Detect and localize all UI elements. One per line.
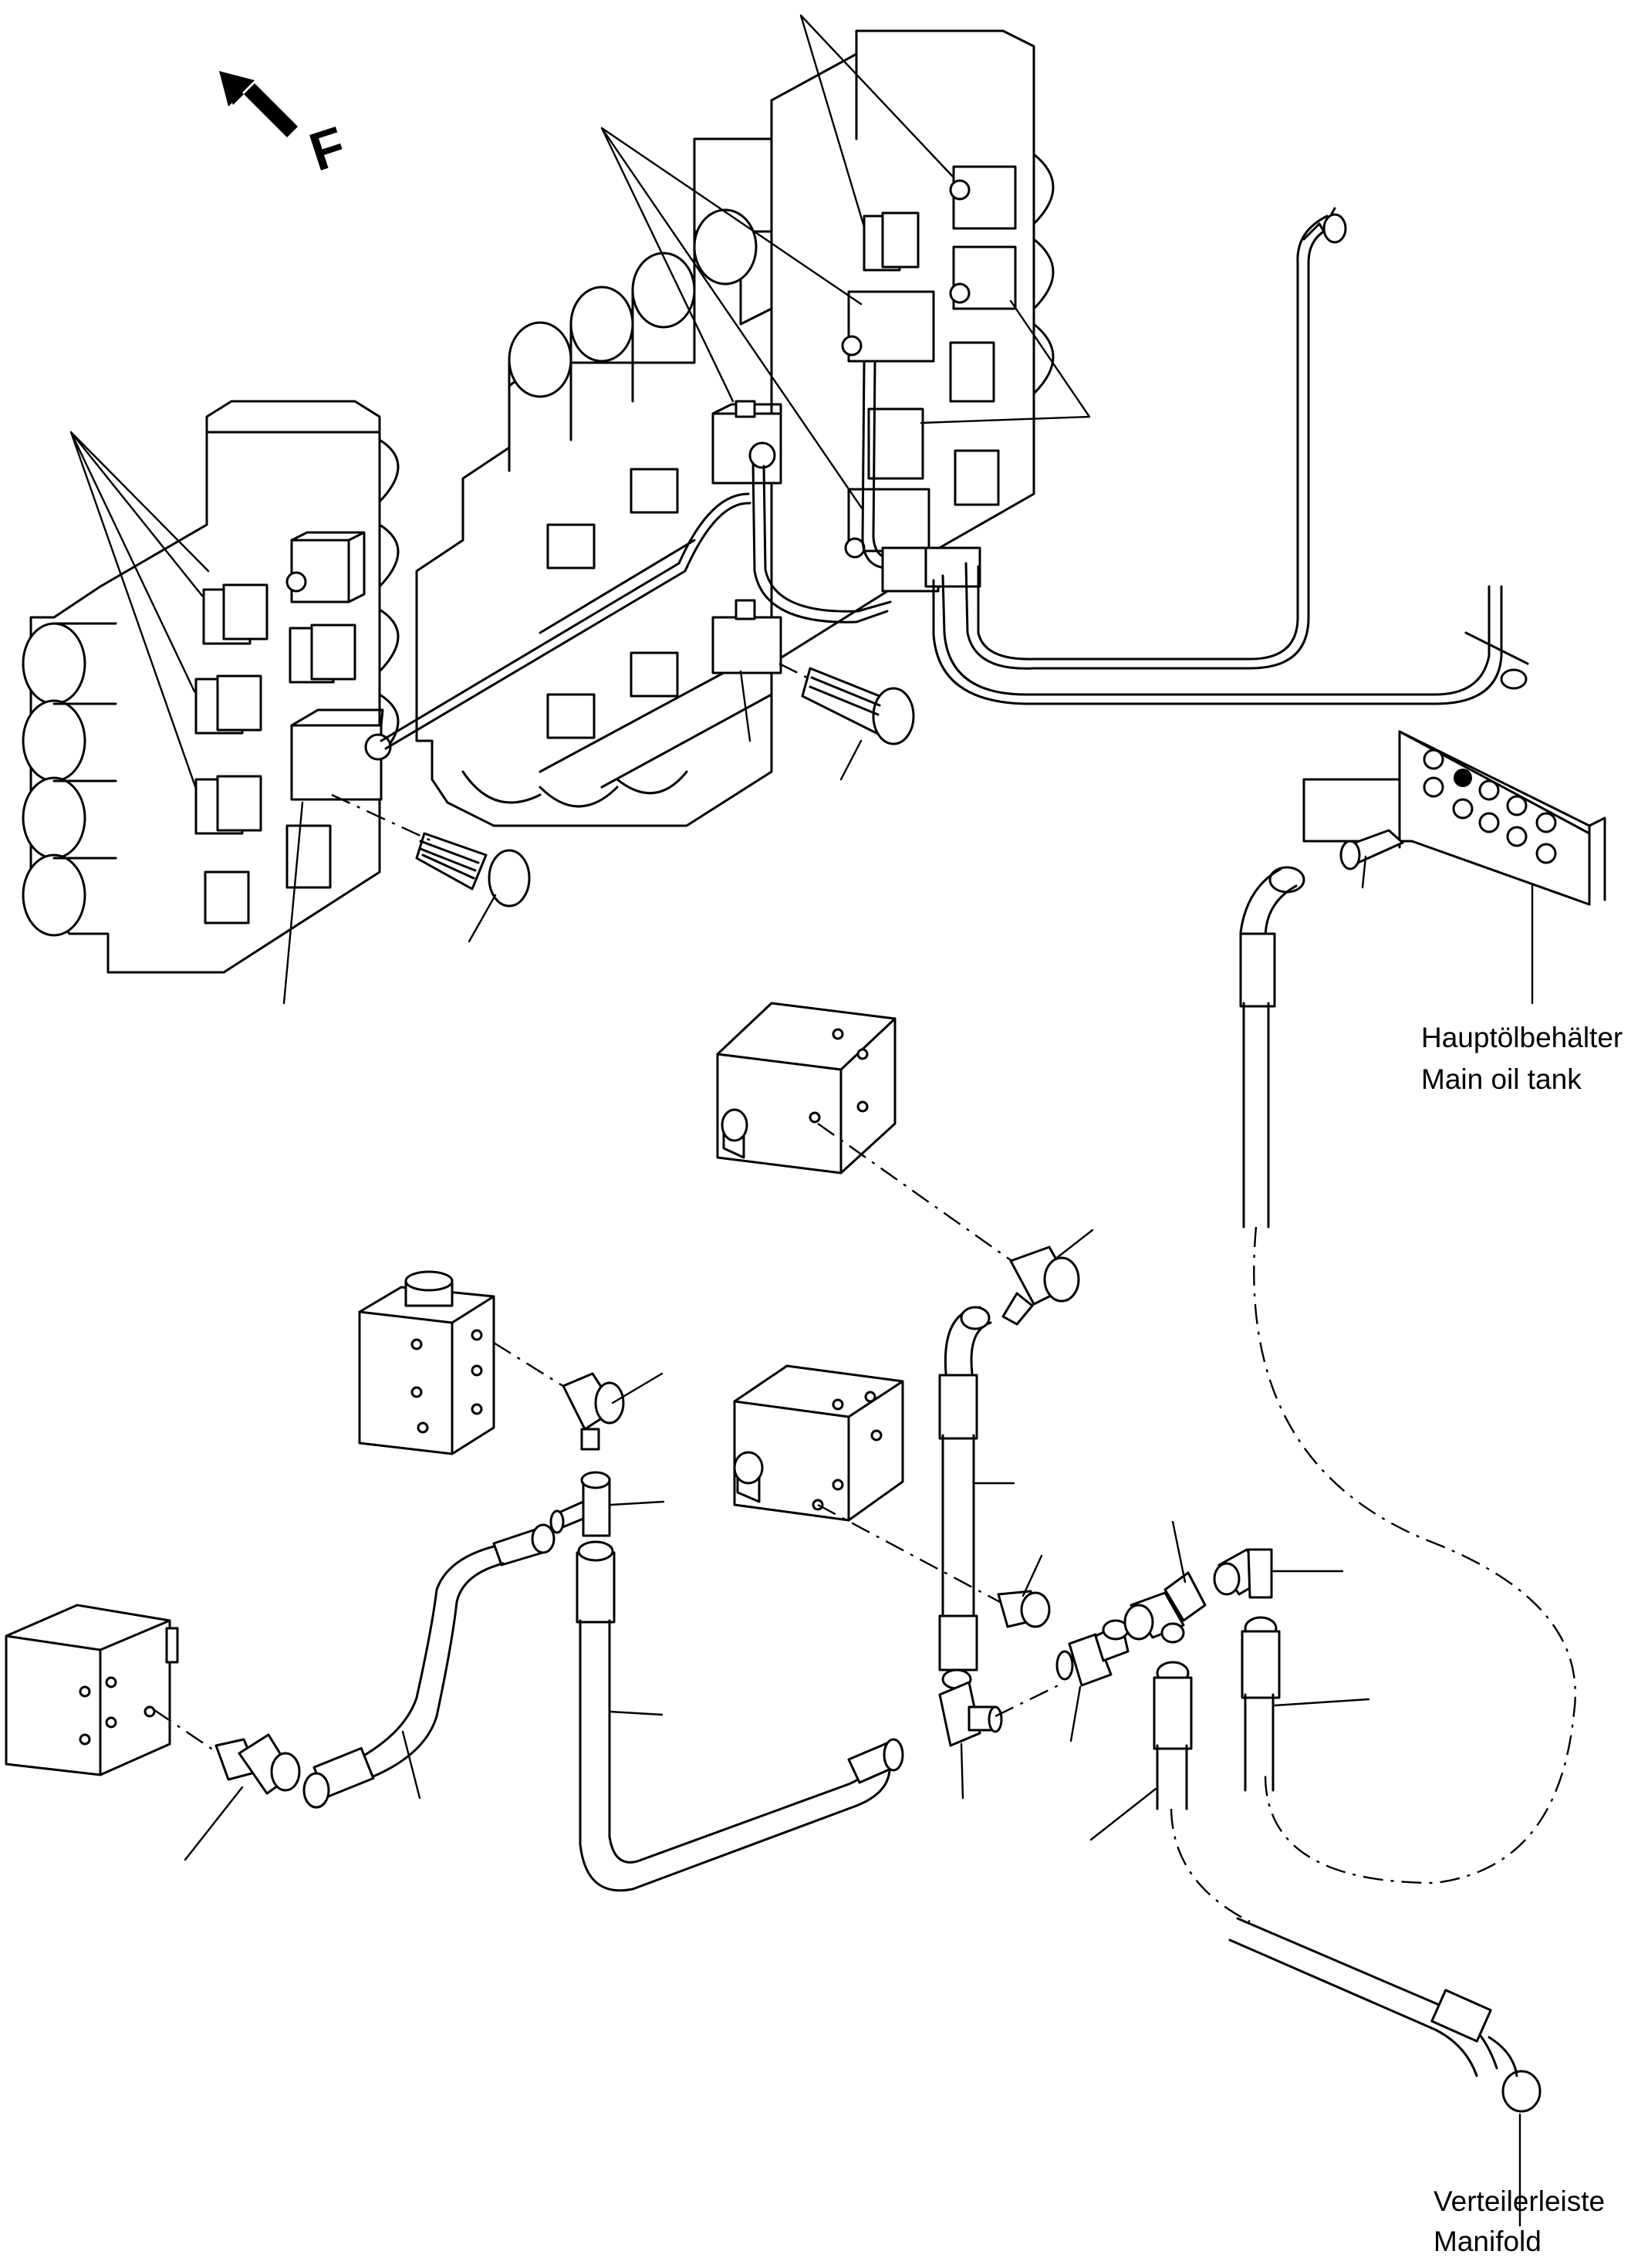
valve-block-upper-small <box>716 1002 1019 1266</box>
right-control-valve <box>600 14 1091 665</box>
tank-fitting <box>1339 829 1404 889</box>
main-oil-tank-label-de: Hauptölbehälter <box>1421 1022 1623 1053</box>
tee-fitting-far-right <box>1123 1520 1207 1644</box>
main-oil-tank-label-en: Main oil tank <box>1421 1063 1582 1095</box>
direction-letter-f: F <box>302 115 353 182</box>
elbow-fitting-left-lower <box>184 1733 301 1861</box>
hose-vertical-center <box>938 1306 1015 1690</box>
left-control-valve <box>22 400 400 1005</box>
manifold-label-de: Verteilerleiste <box>1434 2185 1606 2217</box>
valve-block-left-lower <box>5 1604 217 1776</box>
upper-pilot-pipes <box>380 207 1529 750</box>
direction-arrow-icon <box>219 71 298 137</box>
manifold-label-en: Manifold <box>1434 2226 1542 2257</box>
elbow-fitting-upper <box>1001 1229 1094 1326</box>
tee-fitting-right <box>1055 1619 1130 1742</box>
hose-left-curved <box>302 1523 556 1809</box>
center-valve-block-upper <box>711 400 782 485</box>
elbow-fitting-right <box>1213 1548 1344 1599</box>
tee-fitting-left <box>549 1471 665 1537</box>
tee-fitting-center <box>938 1681 1065 1800</box>
center-mounting-bolt <box>801 667 915 781</box>
valve-block-center-lower <box>733 1364 1001 1604</box>
center-control-valve <box>415 199 773 827</box>
hose-right-return <box>1241 1616 1370 1792</box>
straight-fitting-center <box>997 1554 1051 1628</box>
center-valve-block-lower <box>711 599 826 742</box>
tank-return-hose <box>1239 866 1576 1884</box>
hose-left-u <box>576 1540 904 1892</box>
hose-manifold <box>1089 1661 1542 2227</box>
elbow-fitting-left-upper <box>562 1372 664 1451</box>
valve-block-left-upper <box>358 1270 569 1455</box>
left-mounting-bolt <box>331 793 531 943</box>
